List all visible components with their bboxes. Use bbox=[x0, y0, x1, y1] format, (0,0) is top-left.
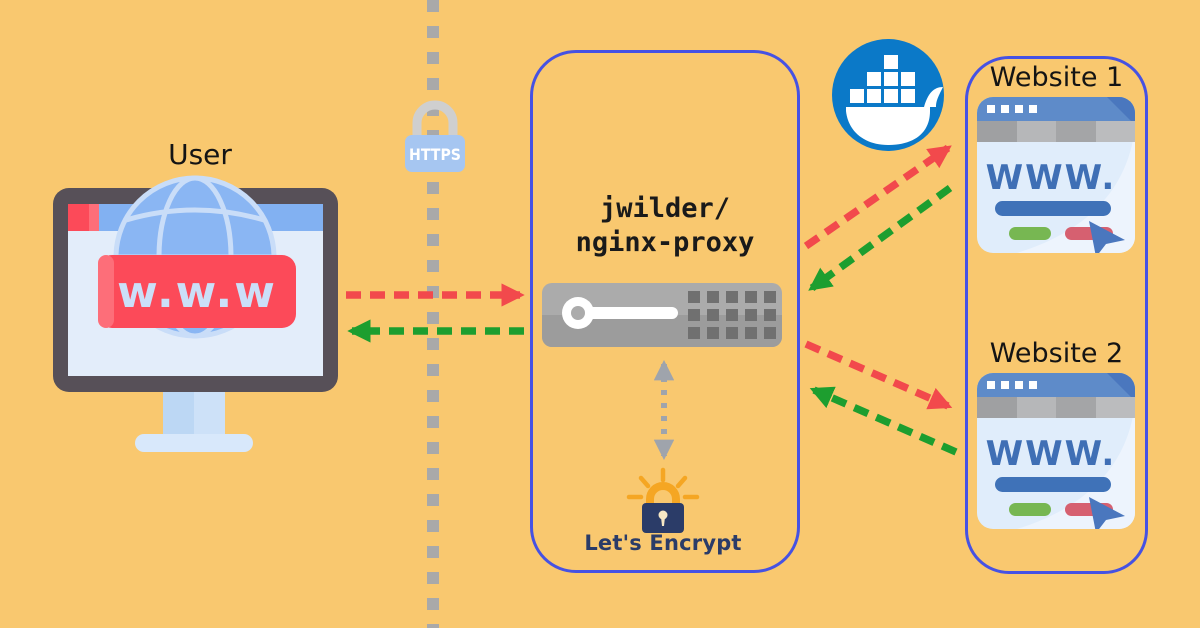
lets-encrypt-label: Let's Encrypt bbox=[584, 531, 742, 555]
website2-label: Website 2 bbox=[989, 338, 1124, 369]
cursor-icon bbox=[1089, 221, 1125, 253]
website1-www-text: WWW. bbox=[986, 158, 1117, 198]
nginx-proxy-container-box bbox=[530, 50, 800, 573]
https-badge-text: HTTPS bbox=[409, 145, 461, 164]
user-www-text: w.w.w bbox=[117, 267, 277, 318]
websites-container-box bbox=[965, 56, 1148, 574]
user-computer-icon: w.w.w bbox=[53, 175, 338, 452]
website2-browser-icon: WWW. bbox=[977, 373, 1135, 529]
docker-logo-icon bbox=[832, 39, 944, 151]
arrow-proxy-to-website2-request bbox=[804, 340, 953, 410]
proxy-title: jwilder/ nginx-proxy bbox=[530, 192, 800, 260]
https-padlock-icon: HTTPS bbox=[405, 100, 465, 172]
website2-www-text: WWW. bbox=[986, 434, 1117, 474]
proxy-title-line1: jwilder/ bbox=[599, 193, 731, 224]
user-label: User bbox=[168, 138, 232, 171]
arrow-proxy-to-website1-request bbox=[803, 144, 952, 250]
proxy-server-icon bbox=[542, 283, 782, 347]
lets-encrypt-icon bbox=[626, 467, 700, 533]
cursor-icon bbox=[1089, 497, 1125, 529]
website1-browser-icon: WWW. bbox=[977, 97, 1135, 253]
arrow-website1-to-proxy-response bbox=[808, 184, 953, 292]
website1-label: Website 1 bbox=[989, 62, 1124, 93]
arrow-website2-to-proxy-response bbox=[809, 386, 958, 456]
proxy-title-line2: nginx-proxy bbox=[575, 227, 755, 258]
